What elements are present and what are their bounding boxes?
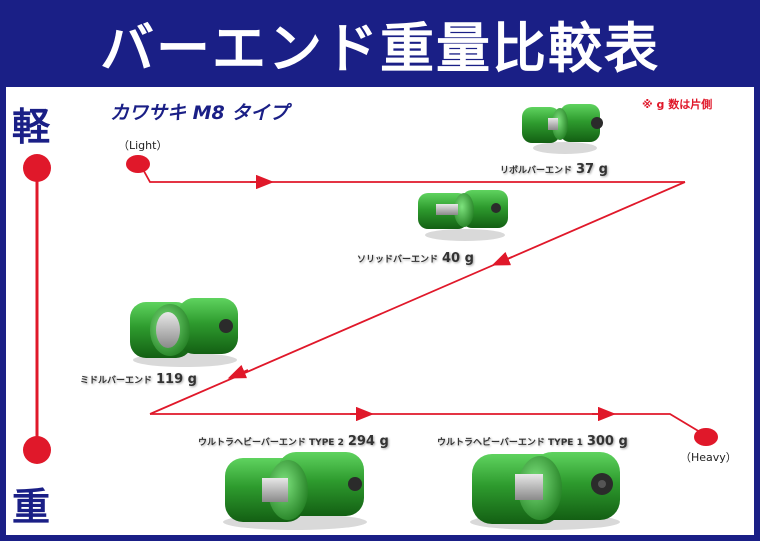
product-weight: 294 g bbox=[347, 434, 389, 449]
product-name: ソリッドバーエンド bbox=[357, 255, 439, 265]
product-weight: 300 g bbox=[586, 434, 628, 449]
header: バーエンド重量比較表 bbox=[0, 0, 760, 86]
product-image-ultra-heavy-type2 bbox=[223, 452, 367, 530]
page-title: バーエンド重量比較表 bbox=[100, 16, 660, 80]
type-label: カワサキ M8 タイプ bbox=[110, 102, 289, 124]
scale-top-dot bbox=[23, 154, 51, 182]
product-image-middle bbox=[130, 298, 238, 367]
arrow-3 bbox=[227, 364, 249, 379]
scale-heavy-label: 重 bbox=[12, 485, 51, 529]
product-weight: 119 g bbox=[156, 372, 197, 387]
arrow-2 bbox=[491, 251, 513, 266]
path-segment-2 bbox=[149, 181, 686, 415]
product-image-revolver bbox=[522, 104, 603, 154]
path-segment-1 bbox=[139, 163, 685, 183]
note-text: ※ g 数は片側 bbox=[642, 98, 713, 111]
scale-bottom-dot bbox=[23, 436, 51, 464]
product-weight: 40 g bbox=[442, 251, 474, 266]
product-name: ウルトラヘビーバーエンド TYPE 1 bbox=[437, 438, 583, 448]
product-weight: 37 g bbox=[576, 162, 608, 177]
product-image-solid bbox=[418, 190, 508, 241]
light-endpoint-dot bbox=[126, 155, 150, 173]
product-image-ultra-heavy-type1 bbox=[470, 452, 620, 530]
product-name: ウルトラヘビーバーエンド TYPE 2 bbox=[198, 438, 344, 448]
path-segment-3 bbox=[150, 413, 701, 433]
scale-light-label: 軽 bbox=[12, 105, 51, 149]
product-name: リボルバーエンド bbox=[500, 166, 573, 176]
heavy-endpoint-dot bbox=[694, 428, 718, 446]
product-name: ミドルバーエンド bbox=[80, 376, 153, 386]
heavy-endpoint-label: （Heavy） bbox=[680, 451, 737, 464]
light-endpoint-label: （Light） bbox=[118, 139, 168, 152]
